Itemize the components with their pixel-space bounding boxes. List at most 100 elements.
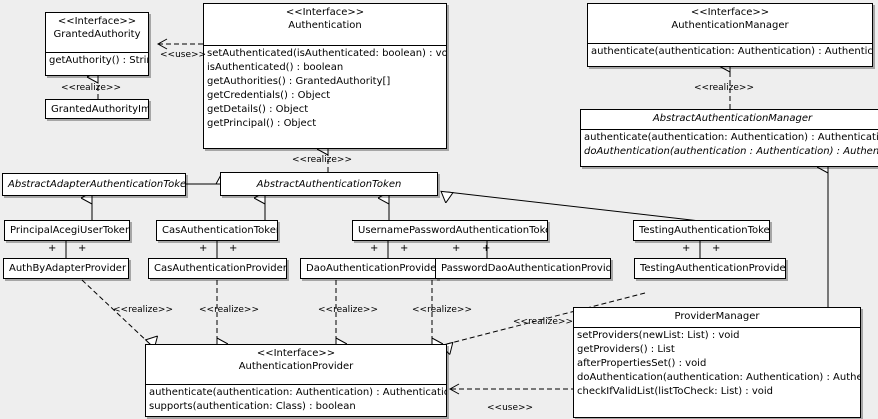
class-header: <<Interface>> AuthenticationManager bbox=[588, 4, 872, 44]
operation-row: doAuthentication(authentication : Authen… bbox=[584, 146, 878, 157]
edge-label-realize-casauthenticationprovider: <<realize>> bbox=[199, 305, 259, 315]
edge-label-realize-testingauthenticationprovider: <<realize>> bbox=[513, 317, 573, 327]
edge-label-realize-passworddaoauthenticationprovider: <<realize>> bbox=[412, 305, 472, 315]
operations-compartment: setProviders(newList: List) : void getPr… bbox=[574, 328, 860, 400]
class-username-password-authentication-token[interactable]: UsernamePasswordAuthenticationToken bbox=[352, 220, 548, 241]
operations-compartment: authenticate(authentication: Authenticat… bbox=[146, 385, 446, 415]
edge-generalize-testingauthenticationtoken bbox=[447, 192, 701, 222]
edge-label-realize-abstractauthenticationmanager: <<realize>> bbox=[694, 83, 754, 93]
class-dao-authentication-provider[interactable]: DaoAuthenticationProvider bbox=[300, 258, 438, 279]
operation-row: getPrincipal() : Object bbox=[207, 118, 317, 129]
operations-compartment: getAuthority() : String bbox=[46, 53, 148, 69]
class-header: <<Interface>> Authentication bbox=[204, 4, 446, 46]
class-header: GrantedAuthorityImpl bbox=[46, 100, 149, 118]
class-name-label: ProviderManager bbox=[674, 311, 760, 322]
edge-label-realize-daoauthenticationprovider: <<realize>> bbox=[318, 305, 378, 315]
multiplicity-testing-left: + bbox=[682, 243, 691, 254]
class-abstract-adapter-authentication-token[interactable]: AbstractAdapterAuthenticationToken bbox=[2, 173, 186, 196]
class-name-label: CasAuthenticationToken bbox=[162, 225, 278, 236]
class-header: AuthByAdapterProvider bbox=[4, 259, 128, 278]
operation-row: checkIfValidList(listToCheck: List) : vo… bbox=[577, 386, 774, 397]
operation-row: getCredentials() : Object bbox=[207, 90, 331, 101]
multiplicity-principal-right: + bbox=[78, 243, 87, 254]
class-cas-authentication-provider[interactable]: CasAuthenticationProvider bbox=[148, 258, 287, 279]
multiplicity-upat-mid-right: + bbox=[452, 243, 461, 254]
class-name-label: AbstractAdapterAuthenticationToken bbox=[8, 179, 186, 190]
class-principal-acegi-user-token[interactable]: PrincipalAcegiUserToken bbox=[4, 220, 130, 241]
class-header: <<Interface>> GrantedAuthority bbox=[46, 13, 148, 53]
stereotype-label: <<Interface>> bbox=[690, 7, 770, 18]
class-authentication-manager[interactable]: <<Interface>> AuthenticationManager auth… bbox=[587, 3, 873, 67]
class-name-label: AbstractAuthenticationManager bbox=[652, 113, 813, 124]
edge-label-use-authentication-grantedauthority: <<use>> bbox=[160, 50, 207, 60]
operation-row: authenticate(authentication: Authenticat… bbox=[584, 132, 878, 143]
operation-row: isAuthenticated() : boolean bbox=[207, 62, 344, 73]
operation-row: afterPropertiesSet() : void bbox=[577, 358, 707, 369]
class-abstract-authentication-manager[interactable]: AbstractAuthenticationManager authentica… bbox=[580, 109, 878, 167]
multiplicity-testing-right: + bbox=[712, 243, 721, 254]
class-password-dao-authentication-provider[interactable]: PasswordDaoAuthenticationProvider bbox=[435, 258, 611, 279]
class-name-label: PasswordDaoAuthenticationProvider bbox=[441, 263, 611, 274]
class-name-label: GrantedAuthority bbox=[53, 29, 141, 40]
operation-row: setAuthenticated(isAuthenticated: boolea… bbox=[207, 48, 447, 59]
class-header: PrincipalAcegiUserToken bbox=[5, 221, 130, 240]
operation-row: supports(authentication: Class) : boolea… bbox=[149, 401, 356, 412]
multiplicity-upat-mid-left: + bbox=[400, 243, 409, 254]
class-header: TestingAuthenticationToken bbox=[634, 221, 770, 240]
class-name-label: DaoAuthenticationProvider bbox=[306, 263, 438, 274]
multiplicity-upat-left: + bbox=[370, 243, 379, 254]
operation-row: getAuthorities() : GrantedAuthority[] bbox=[207, 76, 391, 87]
class-name-label: AbstractAuthenticationToken bbox=[256, 179, 402, 190]
class-abstract-authentication-token[interactable]: AbstractAuthenticationToken bbox=[220, 172, 438, 196]
class-header: <<Interface>> AuthenticationProvider bbox=[146, 345, 446, 385]
stereotype-label: <<Interface>> bbox=[285, 7, 365, 18]
class-name-label: PrincipalAcegiUserToken bbox=[10, 225, 130, 236]
class-cas-authentication-token[interactable]: CasAuthenticationToken bbox=[156, 220, 278, 241]
class-granted-authority-impl[interactable]: GrantedAuthorityImpl bbox=[45, 99, 149, 119]
edge-label-realize-grantedauthorityimpl: <<realize>> bbox=[61, 83, 121, 93]
class-provider-manager[interactable]: ProviderManager setProviders(newList: Li… bbox=[573, 307, 861, 418]
class-header: AbstractAuthenticationManager bbox=[581, 110, 878, 130]
class-authentication[interactable]: <<Interface>> Authentication setAuthenti… bbox=[203, 3, 447, 149]
class-testing-authentication-provider[interactable]: TestingAuthenticationProvider bbox=[634, 258, 786, 279]
class-name-label: CasAuthenticationProvider bbox=[154, 263, 287, 274]
operation-row: getProviders() : List bbox=[577, 344, 675, 355]
edge-label-use-providermanager: <<use>> bbox=[487, 403, 534, 413]
edge-label-realize-abstractauthenticationtoken: <<realize>> bbox=[292, 155, 352, 165]
multiplicity-cas-left: + bbox=[199, 243, 208, 254]
operation-row: getAuthority() : String bbox=[49, 55, 149, 66]
multiplicity-upat-right: + bbox=[482, 243, 491, 254]
class-header: AbstractAuthenticationToken bbox=[221, 173, 437, 195]
operation-row: getDetails() : Object bbox=[207, 104, 309, 115]
class-auth-by-adapter-provider[interactable]: AuthByAdapterProvider bbox=[3, 258, 129, 279]
class-header: CasAuthenticationProvider bbox=[149, 259, 287, 278]
class-header: CasAuthenticationToken bbox=[157, 221, 278, 240]
class-authentication-provider[interactable]: <<Interface>> AuthenticationProvider aut… bbox=[145, 344, 447, 417]
operations-compartment: setAuthenticated(isAuthenticated: boolea… bbox=[204, 46, 446, 132]
class-name-label: AuthenticationProvider bbox=[238, 361, 354, 372]
stereotype-label: <<Interface>> bbox=[57, 16, 137, 27]
class-name-label: UsernamePasswordAuthenticationToken bbox=[358, 225, 548, 236]
class-header: DaoAuthenticationProvider bbox=[301, 259, 438, 278]
class-testing-authentication-token[interactable]: TestingAuthenticationToken bbox=[633, 220, 770, 241]
stereotype-label: <<Interface>> bbox=[256, 348, 336, 359]
class-granted-authority[interactable]: <<Interface>> GrantedAuthority getAuthor… bbox=[45, 12, 149, 76]
operation-row: setProviders(newList: List) : void bbox=[577, 330, 740, 341]
class-name-label: Authentication bbox=[288, 20, 362, 31]
class-header: UsernamePasswordAuthenticationToken bbox=[353, 221, 548, 240]
operation-row: authenticate(authentication: Authenticat… bbox=[591, 46, 873, 57]
edge-label-realize-authbyadapterprovider: <<realize>> bbox=[113, 305, 173, 315]
class-name-label: TestingAuthenticationProvider bbox=[640, 263, 786, 274]
class-header: ProviderManager bbox=[574, 308, 860, 328]
class-name-label: AuthByAdapterProvider bbox=[9, 263, 127, 274]
class-name-label: GrantedAuthorityImpl bbox=[51, 104, 149, 115]
operations-compartment: authenticate(authentication: Authenticat… bbox=[588, 44, 872, 60]
class-header: PasswordDaoAuthenticationProvider bbox=[436, 259, 611, 278]
multiplicity-cas-right: + bbox=[229, 243, 238, 254]
class-name-label: TestingAuthenticationToken bbox=[639, 225, 770, 236]
operation-row: authenticate(authentication: Authenticat… bbox=[149, 387, 447, 398]
operations-compartment: authenticate(authentication: Authenticat… bbox=[581, 130, 878, 160]
operation-row: doAuthentication(authentication: Authent… bbox=[577, 372, 860, 383]
multiplicity-principal-left: + bbox=[48, 243, 57, 254]
